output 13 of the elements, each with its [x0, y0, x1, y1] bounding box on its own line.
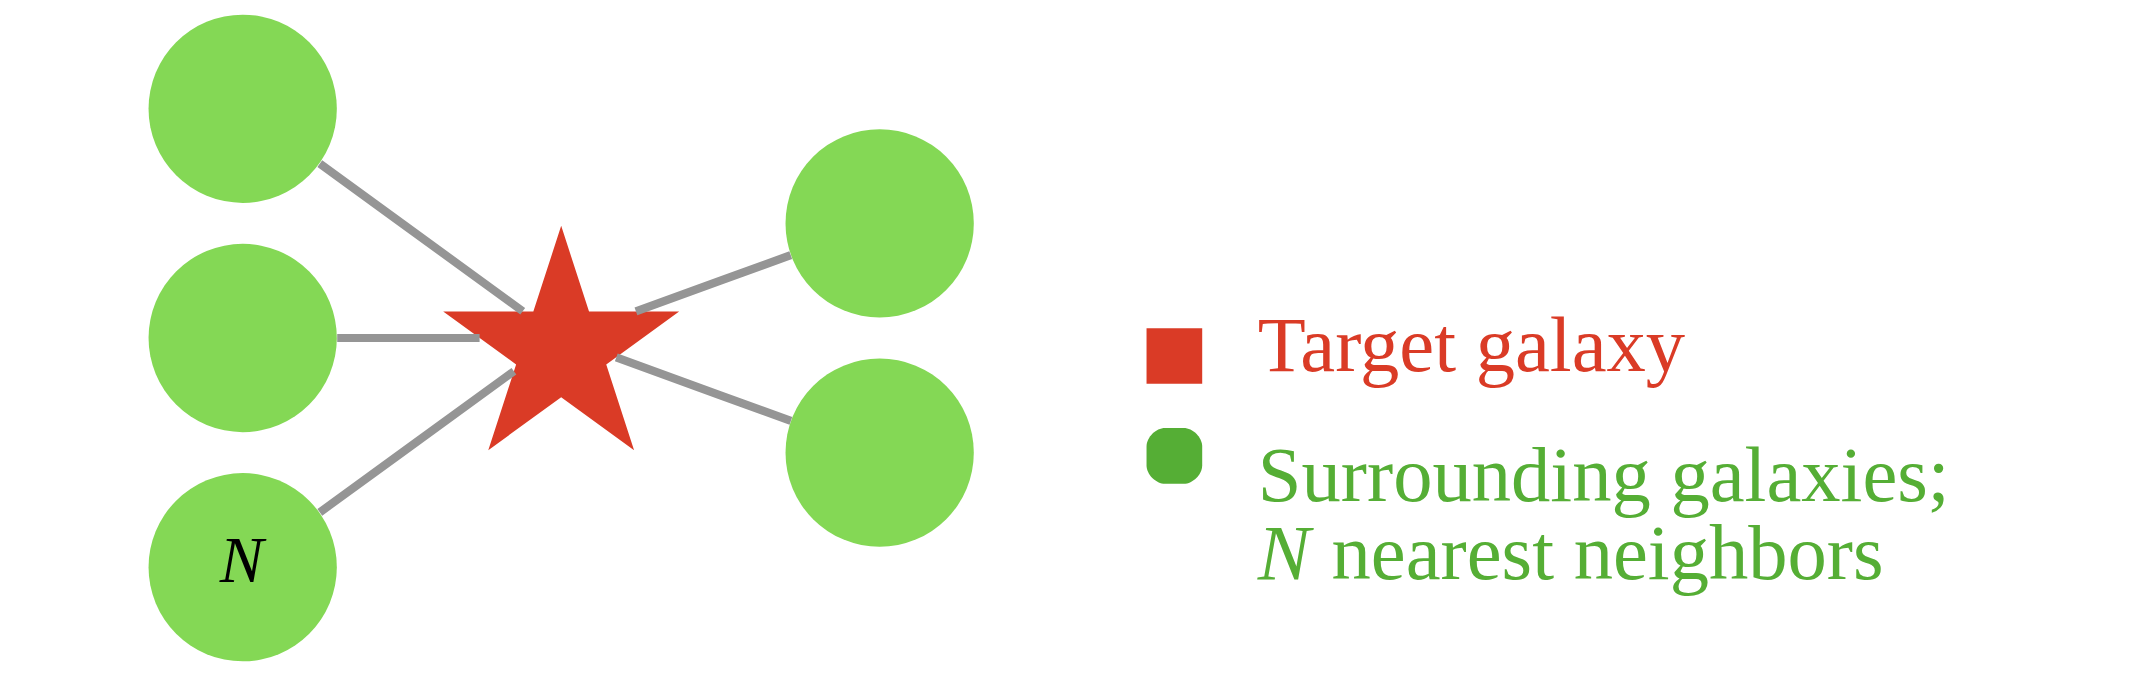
connector — [317, 367, 517, 516]
connector — [337, 333, 480, 343]
node-circle — [148, 243, 337, 433]
node-circle — [785, 358, 974, 547]
connector — [614, 353, 793, 425]
legend-label: Target galaxy — [1257, 301, 1686, 389]
node-star — [443, 225, 680, 451]
legend-label: Surrounding galaxies; N nearest neighbors — [1257, 430, 1950, 597]
connector — [317, 160, 526, 315]
connector — [634, 251, 793, 316]
node-circle — [148, 14, 337, 203]
node-circle: N — [148, 473, 337, 662]
node-circle — [785, 129, 974, 318]
